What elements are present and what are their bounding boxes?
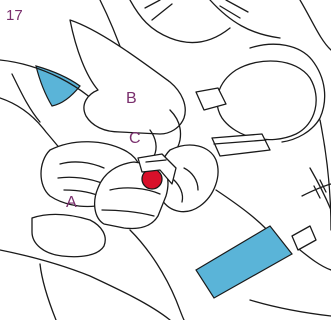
- right-hand-upper: [70, 20, 185, 158]
- step-number: 17: [6, 7, 23, 24]
- crotch-strap-blue: [196, 226, 292, 298]
- label-b: B: [126, 90, 137, 107]
- label-a: A: [66, 194, 77, 211]
- label-c: C: [129, 130, 141, 147]
- shoulder-strap-right: [196, 61, 316, 156]
